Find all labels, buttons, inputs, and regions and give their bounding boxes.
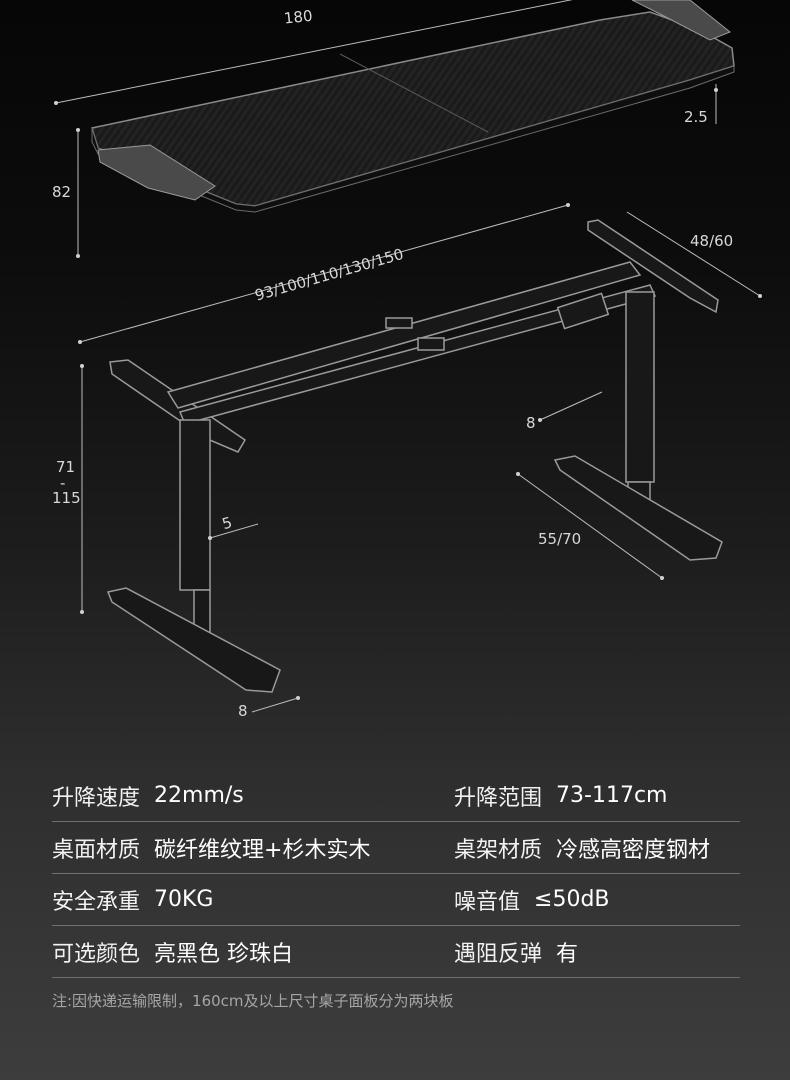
spec-value: 有 (556, 941, 579, 967)
dim-top-depth: 82 (52, 183, 71, 201)
spec-value: ≤50dB (534, 887, 610, 912)
spec-label: 遇阻反弹 (454, 941, 543, 967)
dim-frame-width: 48/60 (690, 232, 733, 250)
spec-label: 升降速度 (52, 785, 141, 811)
dim-foot-width: 8 (238, 702, 248, 720)
dim-frame-length: 93/100/110/130/150 (253, 245, 406, 305)
spec-value: 碳纤维纹理+杉木实木 (154, 837, 371, 863)
dim-top-thickness: 2.5 (684, 108, 708, 126)
spec-row: 安全承重 70KG 噪音值 ≤50dB (52, 874, 740, 926)
dim-top-length: 180 (283, 7, 313, 28)
desk-frame-illustration (106, 219, 723, 693)
dim-column-depth: 8 (526, 414, 536, 432)
spec-label: 桌面材质 (52, 837, 141, 863)
dim-foot-length: 55/70 (538, 530, 581, 548)
spec-label: 升降范围 (454, 785, 543, 811)
dim-height-min: 71 (56, 458, 75, 476)
spec-value: 73-117cm (556, 783, 668, 808)
spec-row: 桌面材质 碳纤维纹理+杉木实木 桌架材质 冷感高密度钢材 (52, 822, 740, 874)
spec-value: 冷感高密度钢材 (556, 837, 711, 863)
spec-label: 噪音值 (454, 889, 521, 915)
dim-height-sep: - (60, 474, 65, 492)
shipping-note: 注:因快递运输限制，160cm及以上尺寸桌子面板分为两块板 (52, 992, 454, 1010)
spec-row: 升降速度 22mm/s 升降范围 73-117cm (52, 770, 740, 822)
spec-label: 可选颜色 (52, 941, 141, 967)
spec-value: 70KG (154, 887, 214, 912)
desk-dimension-diagram: 180 2.5 82 93/100/110/130/150 48/60 (52, 0, 762, 720)
spec-row: 可选颜色 亮黑色 珍珠白 遇阻反弹 有 (52, 926, 740, 978)
spec-value: 22mm/s (154, 783, 244, 808)
desk-top-illustration (91, 0, 735, 213)
spec-value: 亮黑色 珍珠白 (154, 941, 294, 967)
spec-label: 安全承重 (52, 889, 141, 915)
spec-label: 桌架材质 (454, 837, 543, 863)
dim-height-max: 115 (52, 489, 81, 507)
dim-column-offset: 5 (220, 513, 234, 533)
spec-table: 升降速度 22mm/s 升降范围 73-117cm 桌面材质 碳纤维纹理+杉木实… (52, 770, 740, 978)
